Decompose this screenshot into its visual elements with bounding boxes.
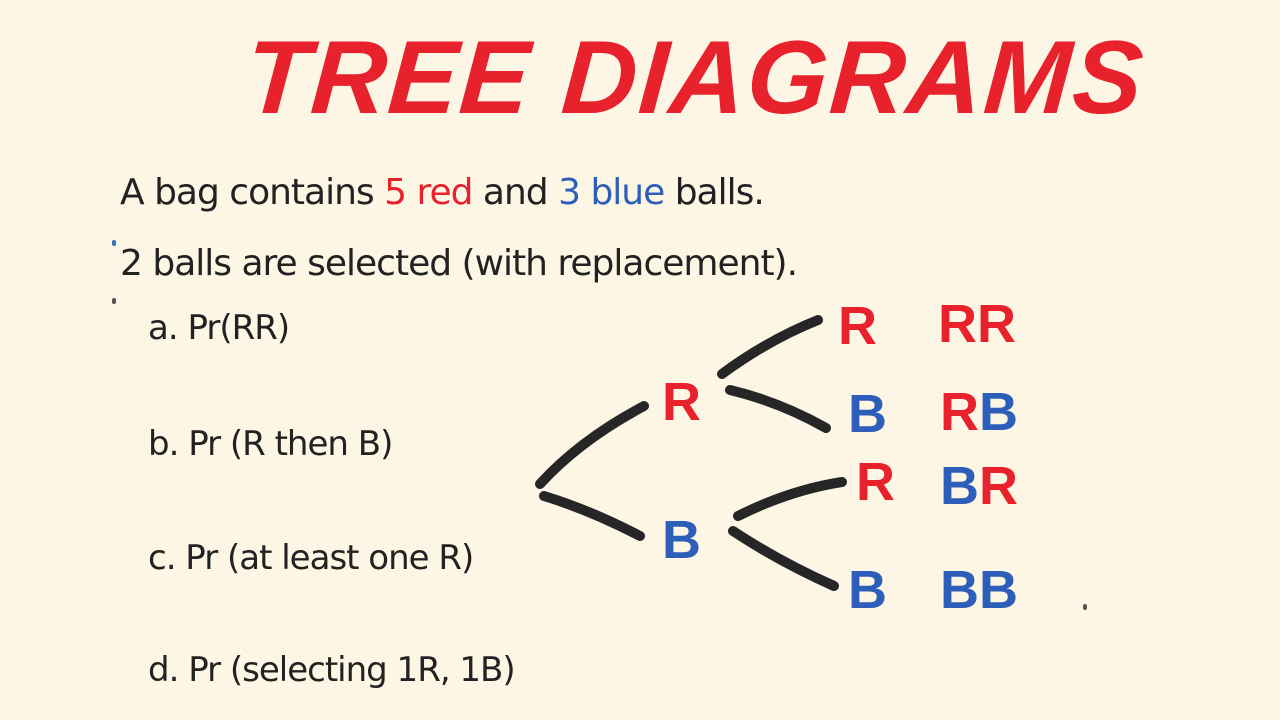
problem-line-1-suffix: balls. [664,172,765,213]
outcome-rr-second: R [977,294,1016,354]
outcome-rr: RR [938,294,1016,354]
blue-ball-count: 3 blue [558,172,665,213]
problem-line-1: A bag contains 5 red and 3 blue balls. [120,172,765,213]
outcome-br-first: B [940,456,979,516]
problem-line-1-mid: and [472,172,559,213]
outcome-bb-first: B [940,560,979,620]
red-ball-count: 5 red [384,172,473,213]
question-a: a. Pr(RR) [148,308,290,348]
outcome-rr-first: R [938,294,977,354]
branch-r-to-b [725,385,831,433]
tree-node-second-b-r: R [856,452,895,512]
outcome-br-second: R [979,456,1018,516]
tree-node-first-r: R [662,372,701,432]
question-d: d. Pr (selecting 1R, 1B) [148,650,516,690]
problem-line-2: 2 balls are selected (with replacement). [120,243,798,284]
outcome-bb: BB [940,560,1018,620]
outcome-bb-second: B [979,560,1018,620]
tree-node-second-b-b: B [848,560,887,620]
branch-root-to-r [535,401,649,489]
ink-speck [112,298,116,304]
branch-b-to-r [733,477,847,521]
tree-node-first-b: B [662,510,701,570]
problem-line-1-prefix: A bag contains [120,172,385,213]
outcome-rb: RB [940,382,1018,442]
question-c: c. Pr (at least one R) [148,538,474,578]
question-b: b. Pr (R then B) [148,424,393,464]
branch-root-to-b [539,491,645,541]
branch-r-to-r [717,315,823,379]
outcome-br: BR [940,456,1018,516]
ink-speck [112,240,116,246]
tree-node-second-r-r: R [838,296,877,356]
outcome-rb-second: B [979,382,1018,442]
ink-speck [1083,604,1087,610]
branch-b-to-b [728,526,839,591]
tree-node-second-r-b: B [848,384,887,444]
outcome-rb-first: R [940,382,979,442]
